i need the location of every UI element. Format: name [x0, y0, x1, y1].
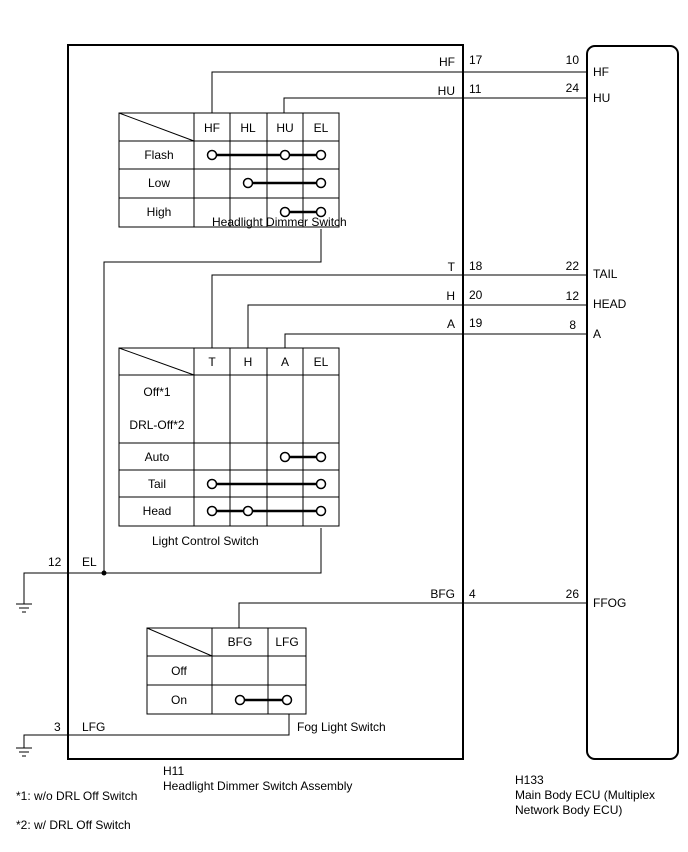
lcs-contact-point [315, 505, 327, 517]
wire-el-signal: EL [82, 555, 97, 569]
dimmer-col-header: EL [314, 121, 329, 135]
fog-row-label: Off [171, 664, 187, 678]
dimmer-contact-point [315, 206, 327, 218]
lcs-col-header: EL [314, 355, 329, 369]
wire-hf-ecu-pin: 10 [566, 53, 580, 67]
wire-hu-assy-pin: 11 [469, 82, 482, 96]
ecu-name-line1: Main Body ECU (Multiplex [515, 788, 655, 802]
fog-contact-point [234, 694, 246, 706]
wire-t-signal: T [448, 260, 456, 274]
ecu-label-ffog: FFOG [593, 596, 626, 610]
fog-col-header: BFG [228, 635, 253, 649]
dimmer-contact-point [206, 149, 218, 161]
ecu-label-hu: HU [593, 91, 610, 105]
ecu-frame [586, 45, 679, 760]
wire-a: A 19 8 A [284, 316, 601, 348]
lcs-contact-point [315, 478, 327, 490]
lcs-contact-point [206, 505, 218, 517]
wire-a-signal: A [447, 317, 455, 331]
dimmer-col-header: HL [240, 121, 256, 135]
lcs-row-label: Auto [145, 450, 170, 464]
wire-t: T 18 22 TAIL [211, 259, 618, 348]
wire-bfg-assy-pin: 4 [469, 587, 476, 601]
lcs-contact-point [206, 478, 218, 490]
dimmer-row-label: Low [148, 176, 170, 190]
lcs-row-label: Tail [148, 477, 166, 491]
wire-hu: HU 11 24 HU [283, 81, 610, 113]
assembly-frame [67, 44, 464, 760]
lcs-contact-point [315, 451, 327, 463]
wire-t-ecu-pin: 22 [566, 259, 580, 273]
dimmer-contact-point [315, 149, 327, 161]
wire-lfg: 3 LFG [16, 714, 290, 757]
wire-a-assy-pin: 19 [469, 316, 483, 330]
ecu-label-head: HEAD [593, 297, 627, 311]
fog-col-header: LFG [275, 635, 298, 649]
wire-a-ecu-pin: 8 [569, 318, 576, 332]
ecu-name-line2: Network Body ECU) [515, 803, 622, 817]
ground-icon [16, 603, 32, 613]
dimmer-row-label: High [147, 205, 172, 219]
ecu-label-a: A [593, 327, 601, 341]
dimmer-contact-point [279, 206, 291, 218]
dimmer-row-label: Flash [144, 148, 173, 162]
lcs-contact-point [279, 451, 291, 463]
dimmer-switch-title: Headlight Dimmer Switch [212, 215, 347, 229]
wire-bfg-signal: BFG [430, 587, 455, 601]
lcs-row-label: Head [143, 504, 172, 518]
light-control-switch-table [118, 347, 340, 527]
ecu-id: H133 [515, 773, 544, 787]
wire-lfg-assy-pin: 3 [54, 720, 61, 734]
fog-switch-title: Fog Light Switch [297, 720, 386, 734]
junction-dot [101, 570, 107, 576]
footnote-2: *2: w/ DRL Off Switch [16, 818, 131, 832]
lcs-col-header: T [208, 355, 216, 369]
wire-bfg: BFG 4 26 FFOG [238, 587, 626, 628]
dimmer-switch-table [118, 112, 340, 228]
dimmer-col-header: HU [276, 121, 293, 135]
lcs-col-header: A [281, 355, 289, 369]
fog-switch-table [146, 627, 307, 715]
dimmer-contact-point [279, 149, 291, 161]
lcs-row-label: DRL-Off*2 [129, 418, 184, 432]
ecu-label-tail: TAIL [593, 267, 618, 281]
assembly-id: H11 [163, 764, 184, 778]
wire-t-assy-pin: 18 [469, 259, 483, 273]
wire-h-signal: H [446, 289, 455, 303]
wire-h-assy-pin: 20 [469, 288, 483, 302]
wire-bfg-ecu-pin: 26 [566, 587, 580, 601]
wire-el: 12 EL [16, 229, 322, 613]
lcs-col-header: H [244, 355, 253, 369]
lcs-row-label: Off*1 [143, 385, 170, 399]
fog-row-label: On [171, 693, 187, 707]
wire-h: H 20 12 HEAD [247, 288, 627, 348]
wire-hu-ecu-pin: 24 [566, 81, 580, 95]
fog-contact-point [281, 694, 293, 706]
lcs-contact-point [242, 505, 254, 517]
light-control-switch-title: Light Control Switch [152, 534, 259, 548]
footnote-1: *1: w/o DRL Off Switch [16, 789, 137, 803]
wire-hf-assy-pin: 17 [469, 53, 483, 67]
ground-icon [16, 747, 32, 757]
wire-hf-signal: HF [439, 55, 455, 69]
wire-lfg-signal: LFG [82, 720, 105, 734]
assembly-name: Headlight Dimmer Switch Assembly [163, 779, 352, 793]
dimmer-contact-point [315, 177, 327, 189]
ecu-label-hf: HF [593, 65, 609, 79]
dimmer-col-header: HF [204, 121, 220, 135]
dimmer-contact-point [242, 177, 254, 189]
wire-el-assy-pin: 12 [48, 555, 62, 569]
wire-h-ecu-pin: 12 [566, 289, 580, 303]
wire-hu-signal: HU [438, 84, 455, 98]
wire-hf: HF 17 10 HF [211, 53, 609, 113]
